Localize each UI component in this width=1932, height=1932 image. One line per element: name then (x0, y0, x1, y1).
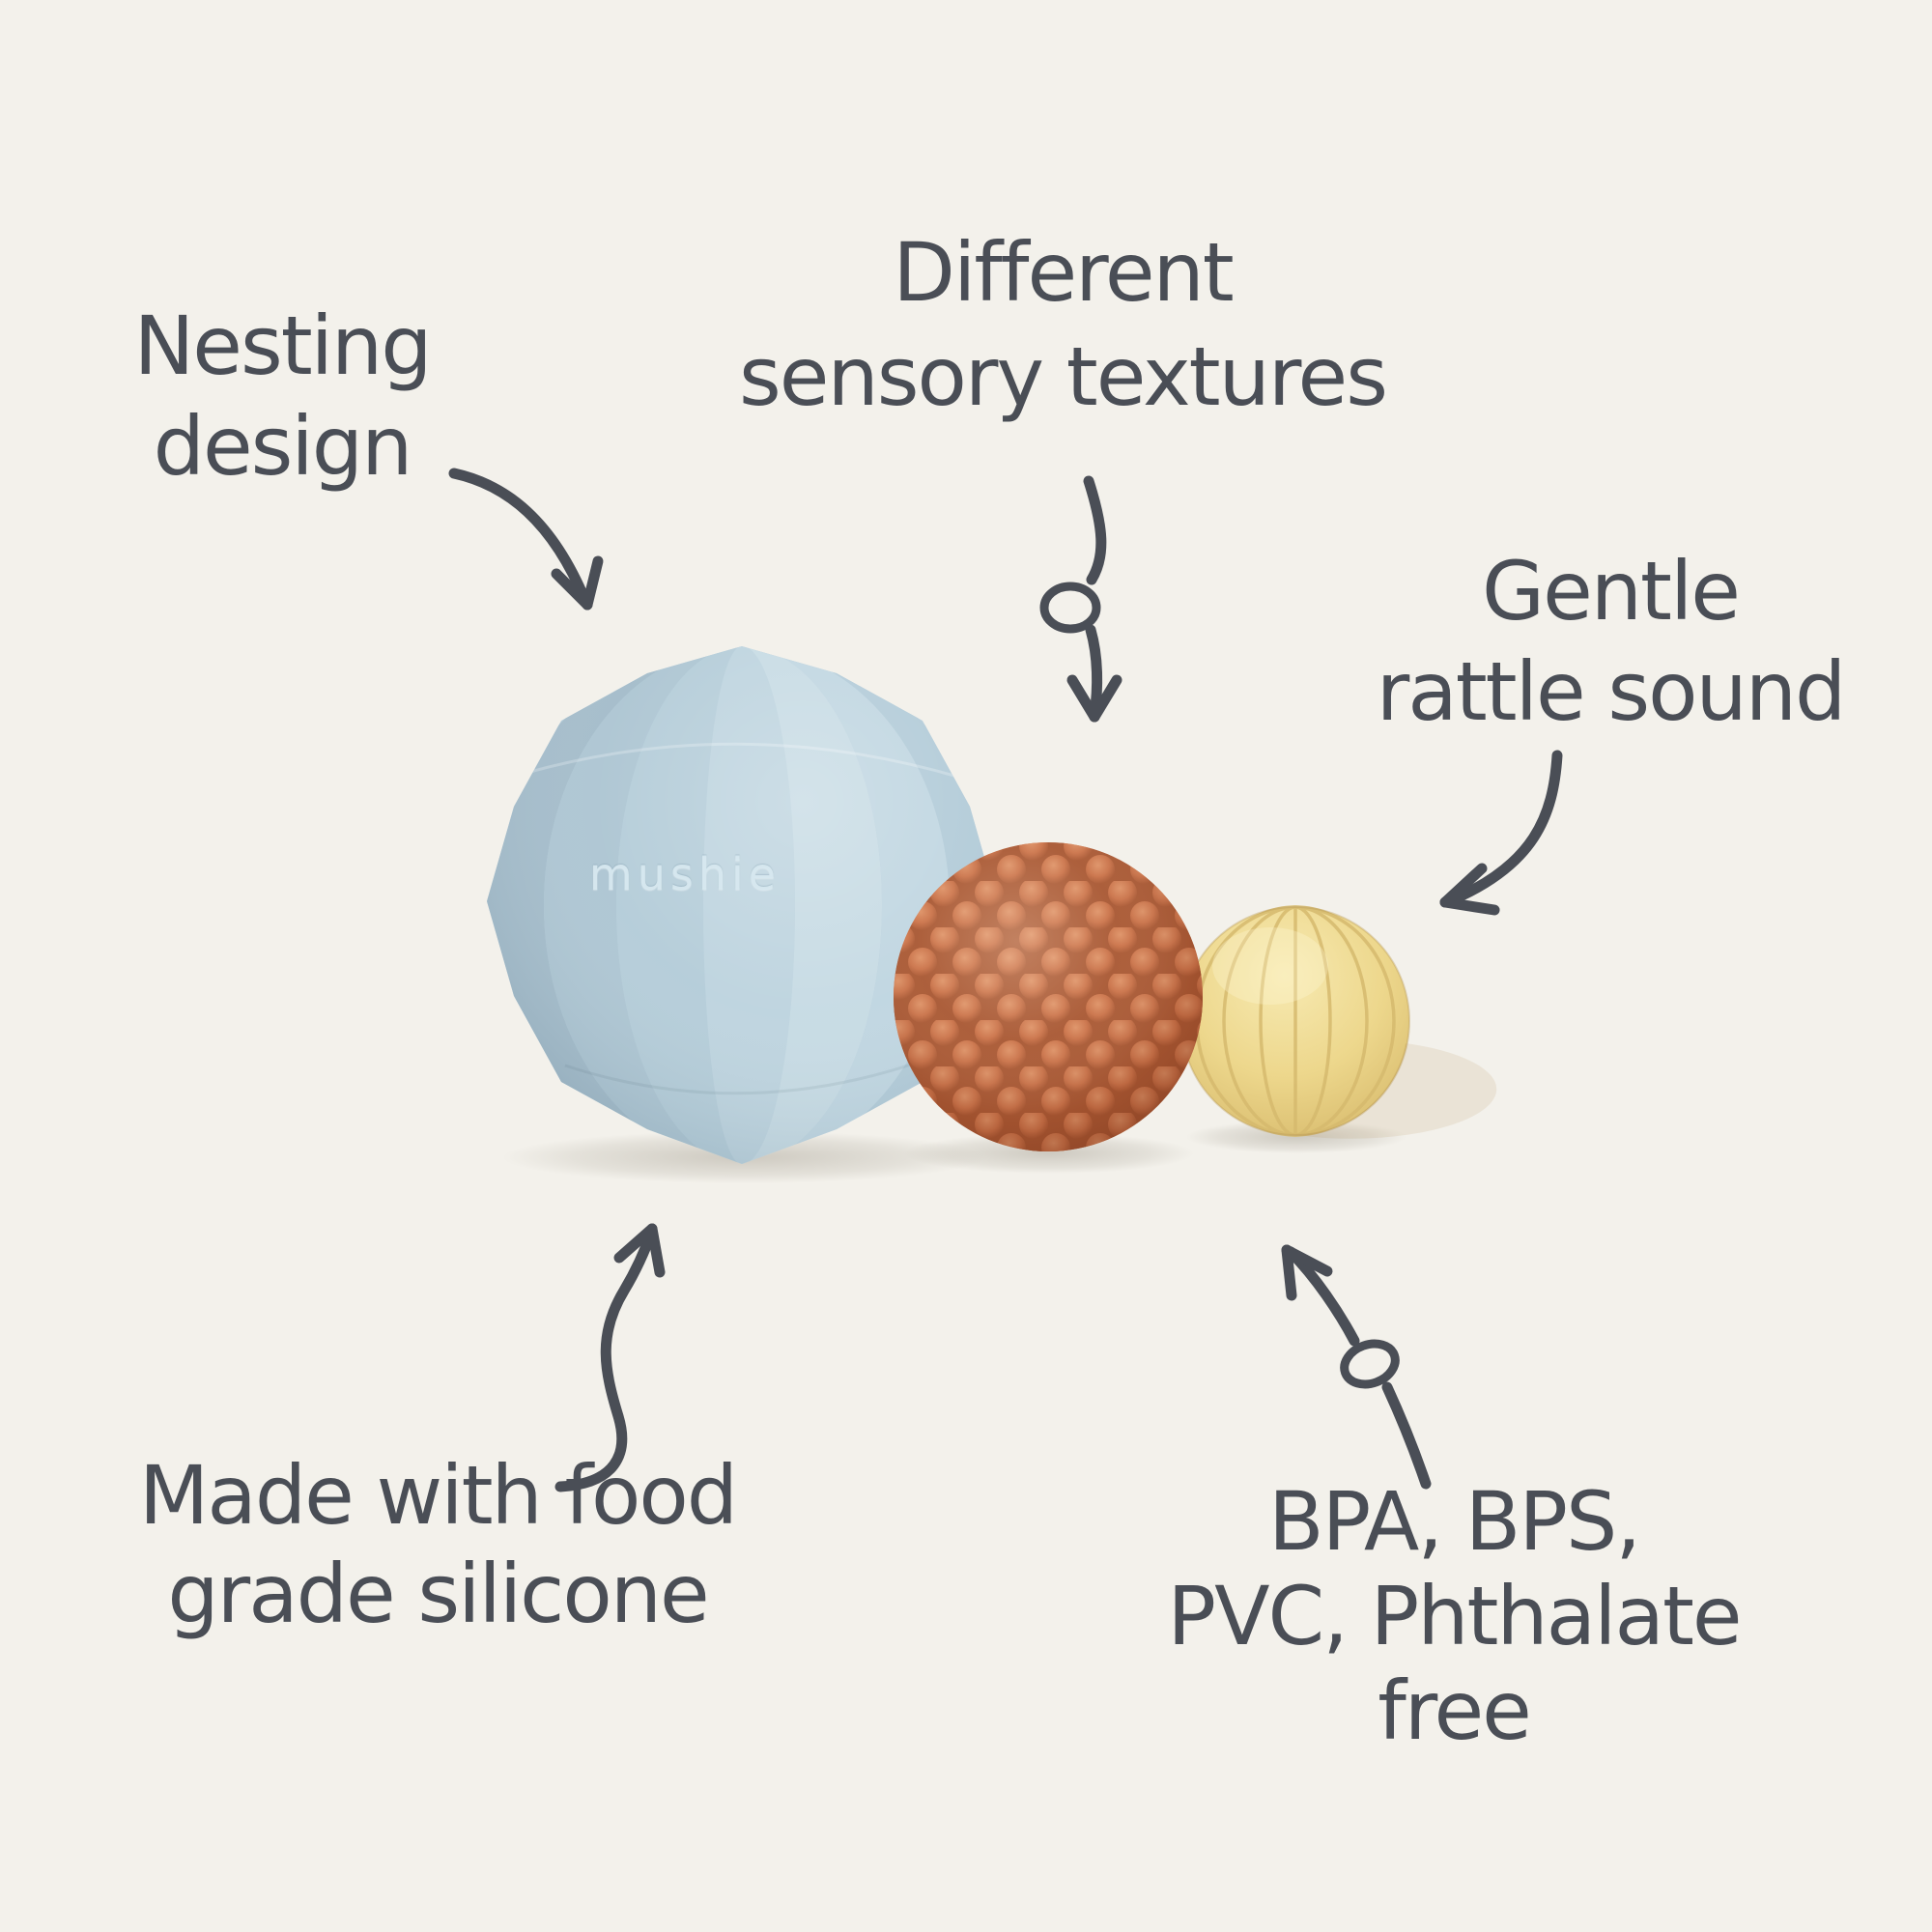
yellow-ribbed-ball (1180, 905, 1497, 1139)
annotation-arrows (448, 468, 1563, 1492)
arrow-nesting-design (448, 468, 604, 611)
annotation-nesting-design: Nesting design (41, 296, 524, 497)
orange-bumpy-ball (894, 842, 1203, 1151)
annotation-line: design (153, 399, 413, 494)
annotation-line: grade silicone (167, 1547, 709, 1641)
arrow-sensory-textures (1039, 475, 1122, 723)
annotation-line: Nesting (133, 298, 432, 393)
annotation-line: sensory textures (739, 329, 1388, 424)
annotation-bpa-free: BPA, BPS, PVC, Phthalate free (1067, 1474, 1840, 1758)
arrow-bpa-free (1281, 1244, 1432, 1490)
arrow-rattle-sound (1439, 750, 1563, 916)
brand-logo: mushie (588, 848, 781, 900)
annotation-food-grade-silicone: Made with food grade silicone (51, 1446, 824, 1643)
annotation-rattle-sound: Gentle rattle sound (1272, 541, 1932, 742)
arrow-food-grade-silicone (554, 1223, 666, 1492)
annotation-line: Gentle (1482, 544, 1741, 639)
annotation-line: Different (893, 225, 1234, 320)
annotation-line: Made with food (138, 1448, 738, 1543)
annotation-line: PVC, Phthalate (1167, 1569, 1742, 1663)
orange-ball-shadow (904, 1133, 1194, 1174)
annotation-line: BPA, BPS, (1267, 1474, 1641, 1569)
yellow-ball-shadow (1186, 1121, 1406, 1153)
annotation-line: free (1378, 1663, 1532, 1758)
orange-ball-shading (894, 842, 1203, 1151)
yellow-ball-ribs (1195, 905, 1396, 1137)
annotation-sensory-textures: Different sensory textures (676, 220, 1449, 429)
blue-faceted-ball (487, 646, 997, 1164)
annotation-line: rattle sound (1376, 644, 1847, 739)
blue-ball-facets (487, 646, 997, 1164)
